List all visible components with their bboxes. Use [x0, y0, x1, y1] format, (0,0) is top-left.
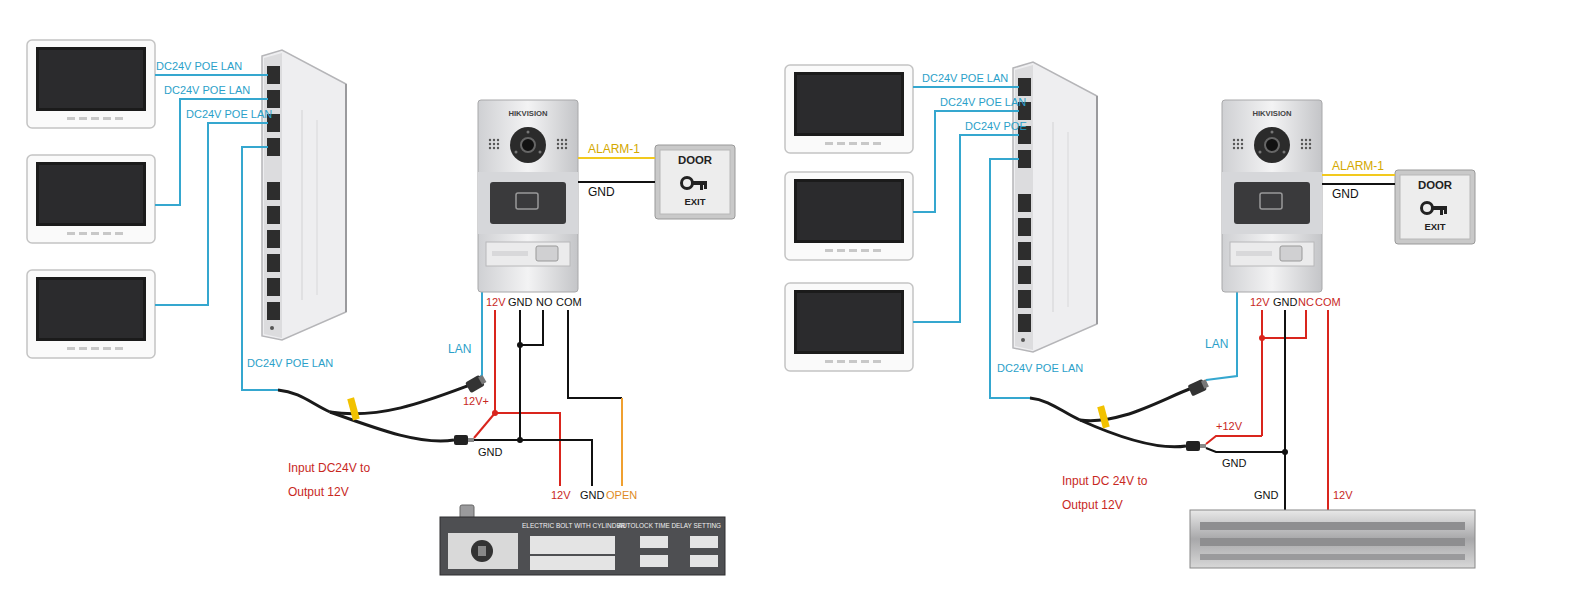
wire-label: GND — [508, 296, 532, 308]
wire-label: DC24V POE LAN — [997, 362, 1083, 374]
wire-label: 12V — [1250, 296, 1270, 308]
node-text: HIKVISION — [1222, 110, 1322, 118]
wire-label: 12V+ — [463, 395, 489, 407]
wire-connector — [578, 157, 655, 159]
wire-label: DC24V POE — [965, 120, 1027, 132]
wire-label: 12V — [551, 489, 571, 501]
edge-label: GND — [588, 186, 615, 199]
wire-connector — [578, 181, 655, 183]
wire-label: DC24V POE LAN — [164, 84, 250, 96]
edge-label: GND — [1332, 188, 1359, 201]
wire-label: NC — [1298, 296, 1314, 308]
wire-label: DC24V POE LAN — [156, 60, 242, 72]
node-text: HIKVISION — [478, 110, 578, 118]
node-text: EXIT — [1395, 222, 1475, 232]
exit-button: DOOR EXIT — [655, 145, 735, 219]
wire-label: 12V — [1333, 489, 1353, 501]
wire-label: Input DC24V to — [288, 462, 370, 475]
edge-label: ALARM-1 — [1332, 160, 1384, 173]
node-text: DOOR — [655, 154, 735, 167]
door-station: HIKVISION — [478, 100, 578, 292]
wire-label: OPEN — [606, 489, 637, 501]
wire-label: Input DC 24V to — [1062, 475, 1147, 488]
wire-label: GND — [478, 446, 502, 458]
wire-label: DC24V POE LAN — [247, 357, 333, 369]
wire-label: 12V — [486, 296, 506, 308]
node-text: EXIT — [655, 197, 735, 207]
wire-label: NO — [536, 296, 553, 308]
node-text: DOOR — [1395, 179, 1475, 192]
wire-label: COM — [1315, 296, 1341, 308]
exit-button: DOOR EXIT — [1395, 170, 1475, 244]
wire-label: +12V — [1216, 420, 1242, 432]
node-text: ELECTRIC BOLT WITH CYLINDER — [522, 522, 625, 529]
wire-connector — [1322, 183, 1395, 185]
electric-bolt: ELECTRIC BOLT WITH CYLINDERAUTOLOCK TIME… — [440, 517, 725, 575]
wire-label: Output 12V — [288, 486, 349, 499]
wire-label: LAN — [1205, 338, 1228, 351]
wire-label: DC24V POE LAN — [922, 72, 1008, 84]
edge-label: ALARM-1 — [588, 143, 640, 156]
wire-label: Output 12V — [1062, 499, 1123, 512]
wire-label: LAN — [448, 343, 471, 356]
wire-connector — [1322, 174, 1395, 176]
wire-label: GND — [580, 489, 604, 501]
wire-label: GND — [1254, 489, 1278, 501]
wire-label: GND — [1273, 296, 1297, 308]
wire-label: DC24V POE LAN — [940, 96, 1026, 108]
wire-label: COM — [556, 296, 582, 308]
door-station: HIKVISION — [1222, 100, 1322, 292]
wire-label: GND — [1222, 457, 1246, 469]
wire-label: DC24V POE LAN — [186, 108, 272, 120]
node-text: AUTOLOCK TIME DELAY SETTING — [618, 522, 721, 529]
